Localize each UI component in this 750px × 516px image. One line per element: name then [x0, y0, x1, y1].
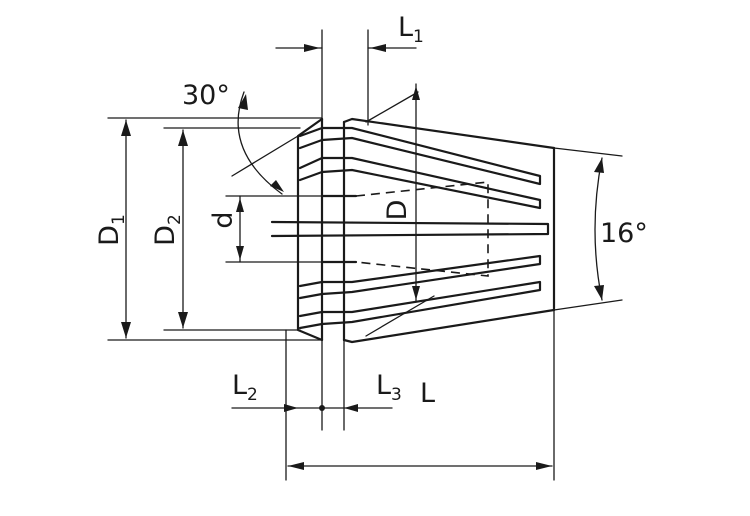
d1-arrow-top	[121, 120, 131, 136]
taper-angle-arc	[594, 157, 603, 301]
dimension-D	[365, 83, 435, 337]
l3-arrow	[344, 404, 358, 412]
label-L1: L1	[398, 12, 424, 47]
slot-lower-outer	[298, 280, 542, 330]
d2-arrow-bottom	[178, 312, 188, 328]
label-L3: L3	[376, 370, 402, 405]
D-arrow-bottom	[412, 286, 420, 300]
d-arrow-top	[236, 198, 244, 212]
dimension-L	[285, 309, 555, 481]
chamfer-ext	[231, 135, 299, 177]
l1-arrow-left	[304, 44, 320, 52]
taper-ext-top	[553, 147, 623, 157]
label-D2: D2	[150, 214, 185, 246]
dimension-16deg	[553, 147, 623, 311]
dimension-L1	[275, 29, 417, 126]
chamfer-arrow-bottom	[270, 180, 284, 192]
d1-arrow-bottom	[121, 322, 131, 338]
chamfer-arrow-top	[238, 94, 248, 110]
taper-arrow-top	[594, 158, 604, 173]
l2-arrow	[284, 404, 298, 412]
dimension-30deg	[231, 91, 299, 195]
slot-upper-outer	[298, 126, 542, 186]
dimension-d	[225, 195, 323, 263]
taper-arrow-bottom	[594, 285, 604, 300]
slot-lower-inner	[298, 254, 542, 300]
d-arrow-bottom	[236, 246, 244, 260]
taper-ext-bottom	[553, 299, 623, 311]
collet-front-chamfer	[296, 117, 324, 342]
slot-upper-inner	[298, 156, 542, 210]
l2-l3-dot	[319, 405, 325, 411]
collet-slots	[270, 126, 550, 330]
label-D: D	[382, 200, 413, 221]
D-leader-bottom	[365, 295, 435, 337]
collet-taper-bottom	[342, 308, 556, 344]
l-arrow-right	[536, 462, 552, 470]
l-arrow-left	[288, 462, 304, 470]
label-L2: L2	[232, 370, 258, 405]
label-L: L	[420, 378, 435, 409]
dimension-D2	[163, 127, 301, 331]
hidden-bore-outline	[355, 181, 489, 277]
D-leader-top	[365, 91, 419, 123]
label-16deg: 16°	[600, 218, 648, 249]
label-d: d	[208, 211, 239, 228]
d2-arrow-top	[178, 130, 188, 146]
dimension-L2-L3	[231, 339, 393, 431]
label-30deg: 30°	[182, 80, 230, 111]
dimension-D1	[107, 117, 323, 341]
label-D1: D1	[94, 214, 129, 246]
l1-arrow-right	[370, 44, 386, 52]
collet-taper-top	[342, 117, 556, 150]
slot-center	[270, 220, 550, 238]
